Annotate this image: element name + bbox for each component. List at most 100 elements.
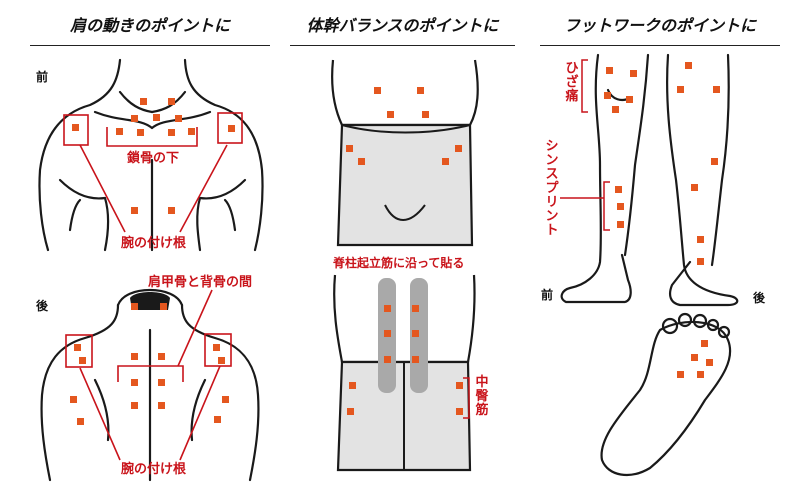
gluteus-medius-label: 中臀筋 bbox=[475, 375, 489, 418]
marker bbox=[131, 207, 138, 214]
arm-root-leader-right bbox=[179, 144, 228, 233]
marker bbox=[188, 128, 195, 135]
marker bbox=[412, 330, 419, 337]
trunk-front-garment bbox=[336, 123, 474, 247]
marker bbox=[691, 354, 698, 361]
arm-root-front-label: 腕の付け根 bbox=[121, 236, 187, 251]
leg-red-brackets bbox=[560, 59, 610, 231]
back-red-boxes bbox=[65, 289, 232, 461]
marker bbox=[604, 92, 611, 99]
shin-splint-label: シンスプリント bbox=[545, 139, 559, 238]
marker bbox=[442, 158, 449, 165]
knee-pain-label: ひざ痛 bbox=[565, 61, 579, 104]
marker bbox=[160, 303, 167, 310]
marker bbox=[116, 128, 123, 135]
marker bbox=[697, 371, 704, 378]
marker bbox=[158, 353, 165, 360]
marker bbox=[131, 115, 138, 122]
marker bbox=[168, 98, 175, 105]
marker bbox=[153, 114, 160, 121]
marker bbox=[685, 62, 692, 69]
scapula-spine-label: 肩甲骨と背骨の間 bbox=[148, 275, 253, 290]
foot-markers bbox=[677, 340, 713, 378]
marker bbox=[358, 158, 365, 165]
trunk-front-figure bbox=[331, 59, 479, 247]
marker bbox=[175, 115, 182, 122]
trunk-front-markers bbox=[346, 87, 462, 165]
marker bbox=[218, 357, 225, 364]
marker bbox=[630, 70, 637, 77]
marker bbox=[213, 344, 220, 351]
scapula-leader bbox=[177, 289, 213, 367]
back-left-shoulder-box bbox=[65, 334, 93, 368]
right-shoulder-box bbox=[217, 112, 243, 144]
panel-title-trunk: 体幹バランスのポイントに bbox=[306, 16, 499, 35]
scapula-bracket bbox=[117, 365, 184, 382]
marker bbox=[713, 86, 720, 93]
marker bbox=[168, 207, 175, 214]
marker bbox=[72, 124, 79, 131]
panel-title-footwork: フットワークのポイントに bbox=[563, 16, 756, 35]
marker bbox=[691, 184, 698, 191]
marker bbox=[79, 357, 86, 364]
marker bbox=[417, 87, 424, 94]
panel-title-underline-trunk bbox=[290, 45, 515, 46]
marker bbox=[412, 356, 419, 363]
back-arm-leader-left bbox=[79, 367, 121, 461]
marker bbox=[456, 408, 463, 415]
marker bbox=[346, 145, 353, 152]
knee-bracket bbox=[581, 59, 588, 113]
marker bbox=[347, 408, 354, 415]
back-arm-leader-right bbox=[179, 365, 221, 461]
panel-title-shoulder: 肩の動きのポイントに bbox=[69, 16, 230, 35]
marker bbox=[617, 221, 624, 228]
leg-back-label: 後 bbox=[753, 291, 766, 305]
marker bbox=[222, 396, 229, 403]
marker bbox=[137, 129, 144, 136]
marker bbox=[456, 382, 463, 389]
chest-front-figure bbox=[38, 58, 264, 252]
marker bbox=[387, 111, 394, 118]
marker bbox=[615, 186, 622, 193]
trunk-back-markers bbox=[347, 305, 463, 415]
marker bbox=[697, 236, 704, 243]
marker bbox=[228, 125, 235, 132]
back-side-label: 後 bbox=[36, 299, 49, 313]
arm-root-leader-left bbox=[79, 144, 126, 233]
marker bbox=[606, 67, 613, 74]
marker bbox=[677, 86, 684, 93]
marker bbox=[384, 305, 391, 312]
marker bbox=[711, 158, 718, 165]
trunk-back-figure bbox=[333, 274, 476, 472]
clavicle-bracket bbox=[106, 127, 198, 147]
marker bbox=[158, 402, 165, 409]
back-right-shoulder-box bbox=[204, 333, 232, 367]
left-shoulder-box bbox=[63, 114, 89, 146]
front-markers bbox=[72, 98, 235, 214]
marker bbox=[422, 111, 429, 118]
marker bbox=[140, 98, 147, 105]
marker bbox=[384, 356, 391, 363]
marker bbox=[626, 96, 633, 103]
gluteus-bracket bbox=[463, 377, 470, 419]
marker bbox=[374, 87, 381, 94]
clavicle-label: 鎖骨の下 bbox=[127, 151, 180, 166]
marker bbox=[131, 303, 138, 310]
panel-title-underline-footwork bbox=[540, 45, 780, 46]
erector-label: 脊柱起立筋に沿って貼る bbox=[333, 256, 465, 270]
marker bbox=[74, 344, 81, 351]
marker bbox=[131, 379, 138, 386]
marker bbox=[158, 379, 165, 386]
marker bbox=[131, 402, 138, 409]
marker bbox=[349, 382, 356, 389]
marker bbox=[214, 416, 221, 423]
marker bbox=[384, 330, 391, 337]
marker bbox=[412, 305, 419, 312]
foot-sole-figure bbox=[600, 312, 732, 477]
marker bbox=[168, 129, 175, 136]
marker bbox=[70, 396, 77, 403]
marker bbox=[701, 340, 708, 347]
leg-markers bbox=[604, 62, 720, 265]
